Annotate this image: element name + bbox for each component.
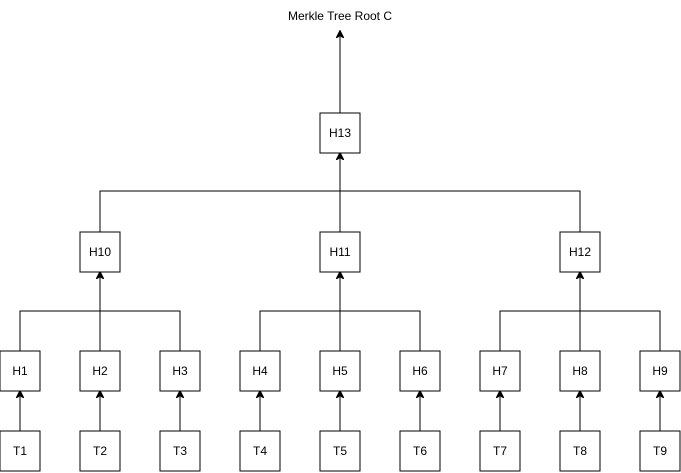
node-t3: T3 [159,430,201,472]
edge-H1-to-H10 [19,310,100,351]
edge-H10-to-H13 [99,190,340,232]
node-box [479,430,521,472]
node-label: H1 [12,364,28,378]
edge-H9-to-H12 [580,310,661,351]
node-label: H6 [412,364,428,378]
node-h7: H7 [479,350,521,392]
node-t1: T1 [0,430,41,472]
node-label: H7 [492,364,508,378]
node-t8: T8 [559,430,601,472]
node-box [559,350,601,392]
node-h6: H6 [399,350,441,392]
node-label: T5 [333,444,347,458]
node-h13: H13 [319,112,361,154]
node-label: T1 [13,444,27,458]
node-label: H11 [329,245,350,259]
node-h5: H5 [319,350,361,392]
edge-H3-to-H10 [100,310,181,351]
node-t6: T6 [399,430,441,472]
node-h1: H1 [0,350,41,392]
node-box [319,112,361,154]
node-label: T8 [573,444,587,458]
node-label: H13 [329,126,351,140]
node-box [479,350,521,392]
node-label: H4 [252,364,268,378]
node-label: T2 [93,444,107,458]
node-h8: H8 [559,350,601,392]
edge-H12-to-H13 [340,190,581,232]
node-h11: H11 [319,231,361,273]
node-label: T3 [173,444,187,458]
node-label: H10 [89,245,111,259]
node-h3: H3 [159,350,201,392]
edge-H4-to-H11 [259,310,340,351]
node-h9: H9 [639,350,681,392]
node-box [79,350,121,392]
node-box [319,350,361,392]
node-box [159,350,201,392]
node-box [639,430,681,472]
node-box [559,430,601,472]
node-h12: H12 [559,231,601,273]
node-label: T6 [413,444,427,458]
edges-layer [20,31,660,431]
node-label: T9 [653,444,667,458]
node-label: T7 [493,444,507,458]
node-h10: H10 [79,231,121,273]
node-box [0,430,41,472]
edge-H6-to-H11 [340,310,421,351]
node-t4: T4 [239,430,281,472]
node-label: T4 [253,444,267,458]
node-box [79,430,121,472]
node-h2: H2 [79,350,121,392]
root-title: Merkle Tree Root C [288,9,392,23]
node-label: H3 [172,364,188,378]
node-label: H8 [572,364,588,378]
node-box [399,350,441,392]
node-box [79,231,121,273]
node-box [0,350,41,392]
node-t5: T5 [319,430,361,472]
node-label: H5 [332,364,348,378]
node-box [399,430,441,472]
node-label: H9 [652,364,668,378]
node-box [319,231,361,273]
edge-H7-to-H12 [499,310,580,351]
node-box [639,350,681,392]
node-label: H12 [569,245,591,259]
node-t9: T9 [639,430,681,472]
node-t7: T7 [479,430,521,472]
node-box [159,430,201,472]
node-box [559,231,601,273]
node-box [239,350,281,392]
node-box [319,430,361,472]
node-h4: H4 [239,350,281,392]
node-box [239,430,281,472]
node-label: H2 [92,364,108,378]
node-t2: T2 [79,430,121,472]
